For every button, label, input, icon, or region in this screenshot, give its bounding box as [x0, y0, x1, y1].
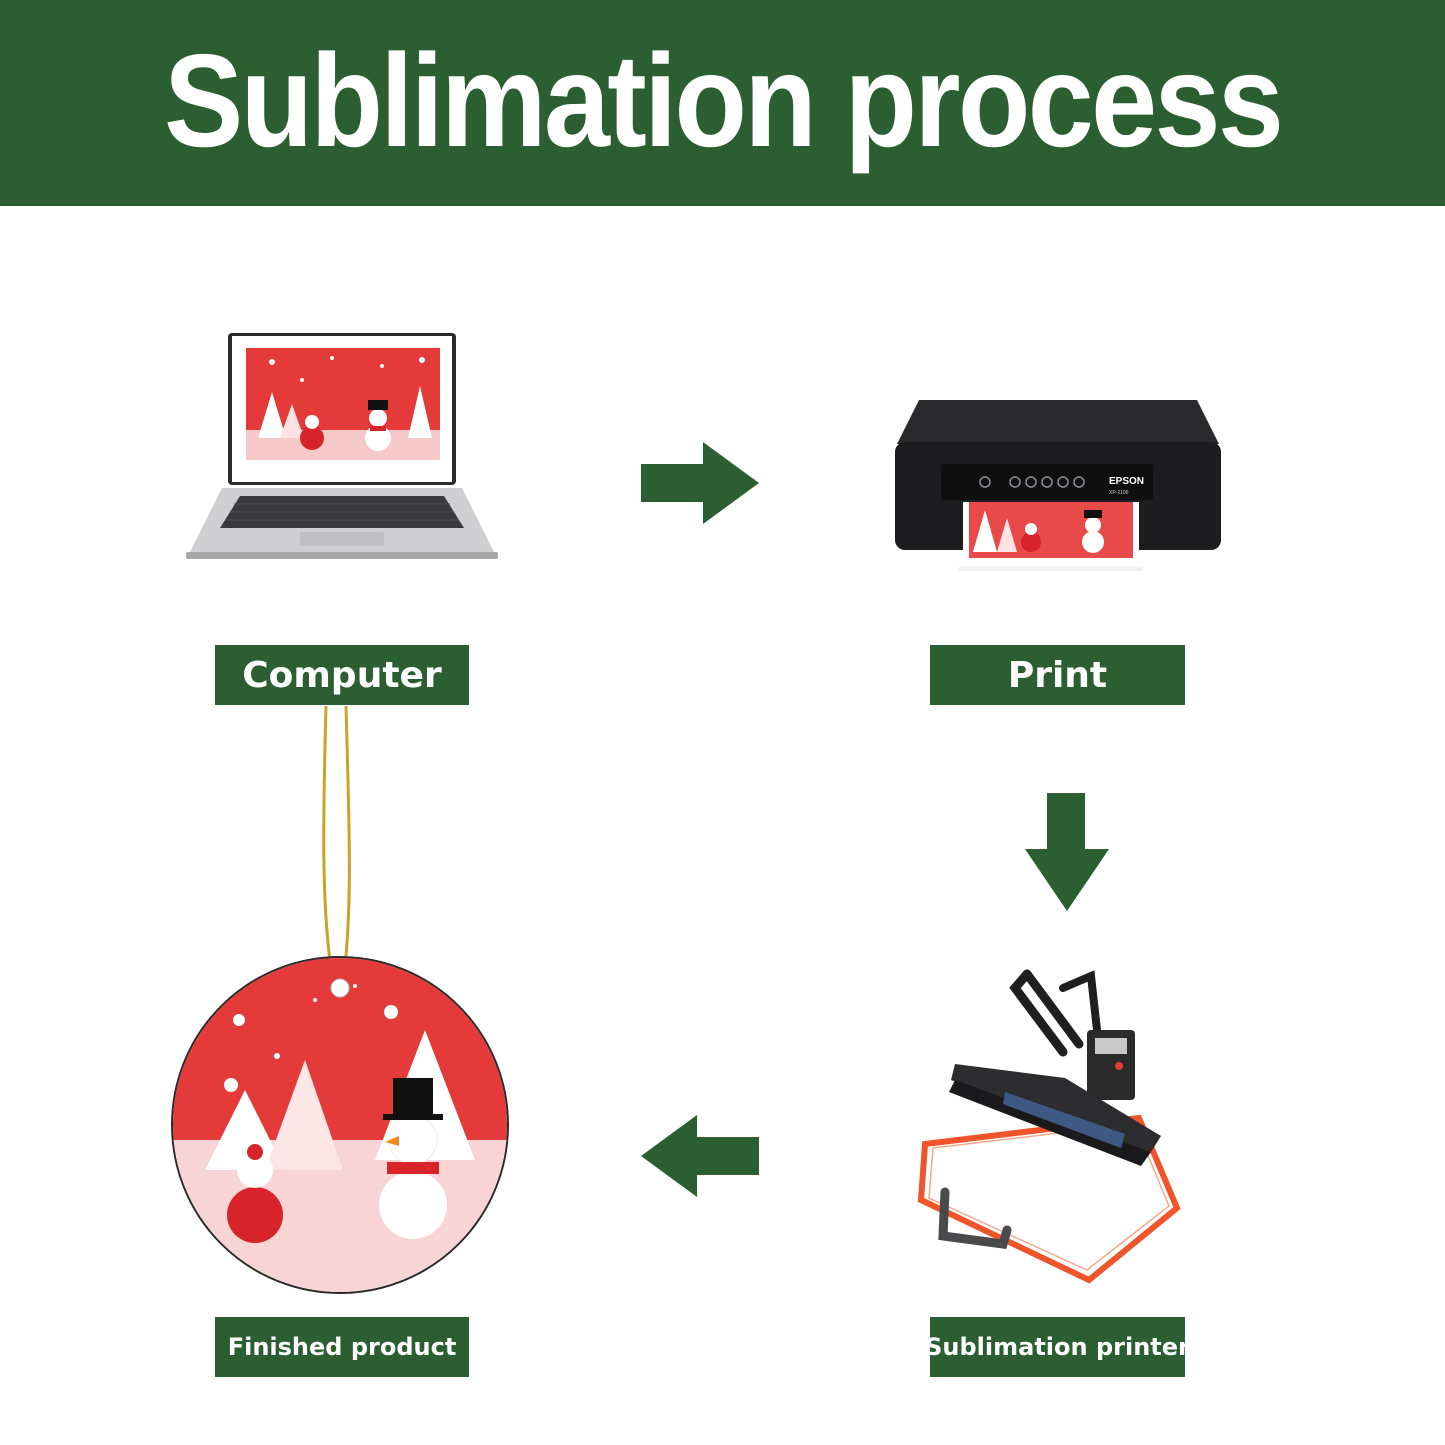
heat-press-icon: [917, 969, 1181, 1284]
step-label-computer: Computer: [215, 645, 469, 705]
step-label-print: Print: [930, 645, 1185, 705]
step-label-finished-product: Finished product: [215, 1317, 469, 1377]
arrow-right-icon: [641, 442, 759, 524]
step-label-sublimation-printer: Sublimation printer: [925, 1317, 1190, 1377]
ornament-icon: [171, 705, 509, 1294]
page-title: Sublimation process: [163, 27, 1284, 174]
arrow-down-icon: [1025, 793, 1109, 911]
printer-model: XP-2100: [1109, 490, 1129, 496]
header-banner: Sublimation process: [0, 0, 1445, 206]
laptop-icon: [186, 333, 498, 559]
printer-brand: EPSON: [1109, 476, 1144, 487]
printer-icon: EPSON XP-2100: [895, 400, 1221, 571]
arrow-left-icon: [641, 1115, 759, 1197]
